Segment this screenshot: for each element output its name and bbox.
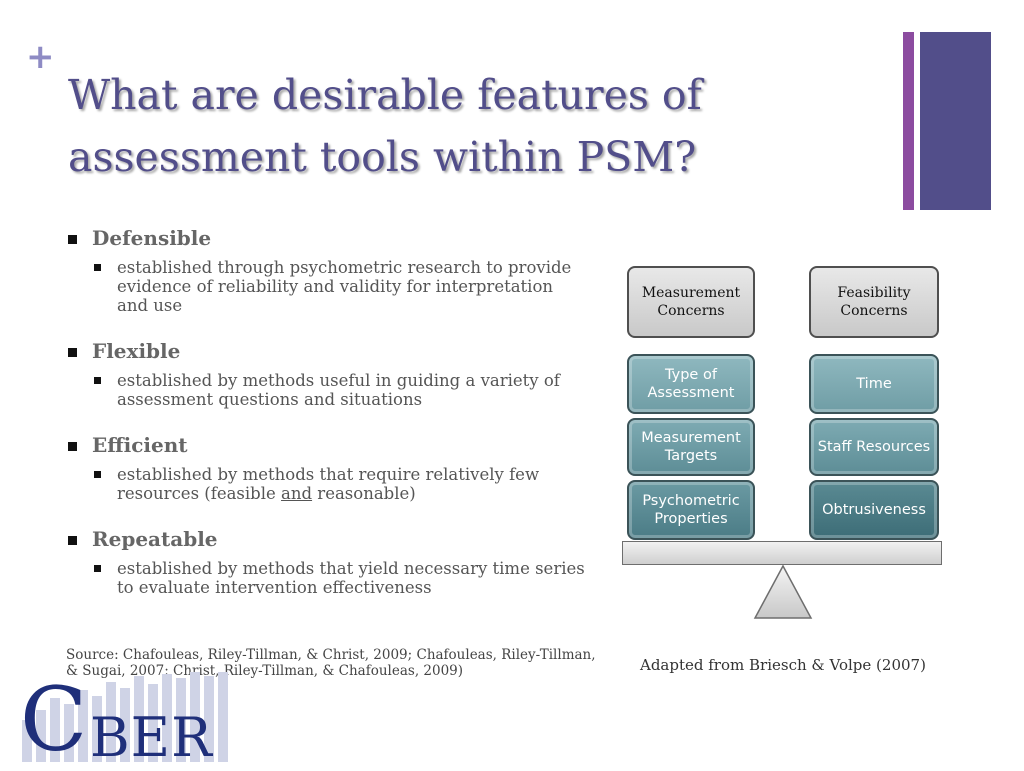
sub-bullet-emphasis: and bbox=[281, 484, 313, 503]
square-bullet-icon bbox=[68, 235, 77, 244]
right-item-obtrusiveness: Obtrusiveness bbox=[809, 480, 939, 540]
feasibility-concerns-header: Feasibility Concerns bbox=[809, 266, 939, 338]
right-item-staff-resources: Staff Resources bbox=[809, 418, 939, 476]
bullet-heading: Repeatable bbox=[92, 527, 218, 551]
sub-bullet-text: established through psychometric researc… bbox=[117, 258, 572, 315]
square-bullet-icon bbox=[94, 264, 101, 271]
sub-bullet-text-post: reasonable) bbox=[312, 484, 416, 503]
square-bullet-icon bbox=[68, 536, 77, 545]
left-item-psychometric-properties: Psychometric Properties bbox=[627, 480, 755, 540]
sub-bullet: established by methods that require rela… bbox=[68, 465, 588, 503]
scale-beam bbox=[622, 541, 942, 565]
logo-letter-c: C bbox=[20, 668, 88, 771]
accent-bar-purple bbox=[903, 32, 914, 210]
square-bullet-icon bbox=[94, 471, 101, 478]
right-item-time: Time bbox=[809, 354, 939, 414]
sub-bullet: established by methods useful in guiding… bbox=[68, 371, 588, 409]
bullet-flexible: Flexible bbox=[68, 337, 588, 365]
bullet-heading: Defensible bbox=[92, 226, 212, 250]
left-item-measurement-targets: Measurement Targets bbox=[627, 418, 755, 476]
scale-fulcrum-icon bbox=[753, 564, 813, 619]
logo-letters-ber: BER bbox=[90, 706, 213, 769]
square-bullet-icon bbox=[94, 565, 101, 572]
sub-bullet: established by methods that yield necess… bbox=[68, 559, 588, 597]
bullet-efficient: Efficient bbox=[68, 431, 588, 459]
diagram-caption: Adapted from Briesch & Volpe (2007) bbox=[640, 656, 926, 674]
left-item-type-of-assessment: Type of Assessment bbox=[627, 354, 755, 414]
accent-bar-indigo bbox=[920, 32, 991, 210]
bullet-repeatable: Repeatable bbox=[68, 525, 588, 553]
sub-bullet-text: established by methods that yield necess… bbox=[117, 559, 585, 597]
square-bullet-icon bbox=[68, 442, 77, 451]
sub-bullet-text-pre: established by methods that require rela… bbox=[117, 465, 540, 503]
measurement-concerns-header: Measurement Concerns bbox=[627, 266, 755, 338]
bullet-heading: Flexible bbox=[92, 339, 181, 363]
square-bullet-icon bbox=[94, 377, 101, 384]
slide-title: What are desirable features of assessmen… bbox=[68, 71, 702, 181]
bullet-list: Defensible established through psychomet… bbox=[68, 224, 588, 597]
bullet-defensible: Defensible bbox=[68, 224, 588, 252]
square-bullet-icon bbox=[68, 348, 77, 357]
plus-icon: + bbox=[26, 37, 55, 77]
logo-bar-graphic bbox=[22, 672, 234, 762]
sub-bullet: established through psychometric researc… bbox=[68, 258, 588, 315]
sub-bullet-text: established by methods useful in guiding… bbox=[117, 371, 560, 409]
bullet-heading: Efficient bbox=[92, 433, 188, 457]
